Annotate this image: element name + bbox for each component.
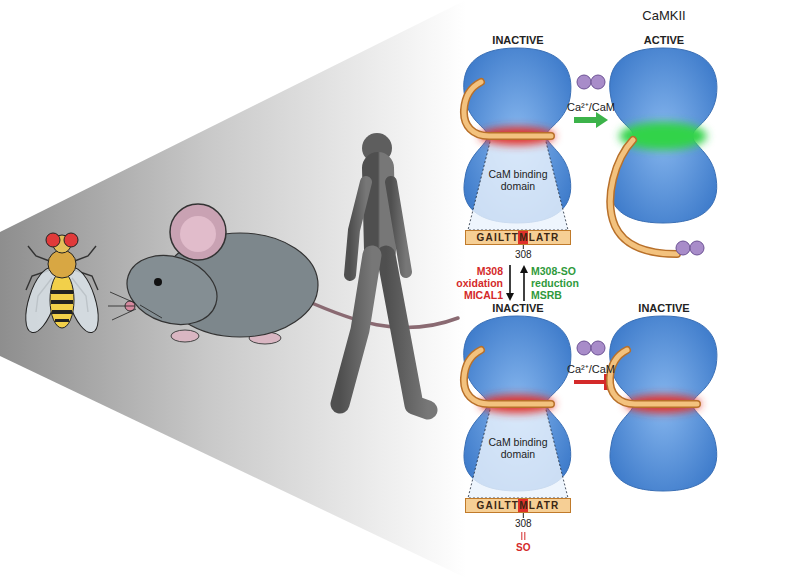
arrow-label: Ca²⁺/CaM [567,101,615,113]
cam-binding-strand [610,350,697,404]
arrow-label: M308 oxidation MICAL1 [431,265,503,301]
kinase-shape [462,302,574,514]
connector [506,265,514,301]
residue-leader [523,245,524,249]
oxidation-mark: SO [516,542,530,554]
arrowhead [506,293,514,301]
fly [19,233,105,336]
peptide-sequence: GAILTTMLATR [466,231,570,244]
state-label: INACTIVE [608,302,720,315]
connector [520,265,528,301]
zoom-wedge [468,134,568,230]
scale-cone [0,0,466,578]
peptide-sequence: GAILTTMLATR [466,499,570,512]
kinase-shape [608,302,720,492]
inhibition-line [574,380,606,384]
cam-binding-strand [464,350,551,404]
state-label: ACTIVE [608,34,720,47]
residue-number: 308 [515,518,532,530]
transition-arrow [523,272,525,301]
peptide-box: GAILTTMLATR [465,230,571,245]
calmodulin [676,241,690,255]
connector [574,112,608,128]
zoom-wedge [468,402,568,498]
residue-leader [523,513,524,518]
sulfoxide-bond [524,532,525,540]
state-label: INACTIVE [462,34,574,47]
domain-label: CaM binding domain [488,436,548,460]
cam-binding-strand [464,82,551,136]
kinase-shape [608,34,720,266]
arrow-label: M308-SO reduction MSRB [531,265,603,301]
residue-number: 308 [515,249,532,261]
activation-line [574,117,597,123]
kinase-body [610,316,717,491]
transition-arrow [509,265,511,294]
domain-label: CaM binding domain [488,168,548,192]
kinase-node: INACTIVE [608,302,720,492]
connector [574,374,606,390]
sulfoxide-bond [521,532,522,540]
kinase-node: ACTIVE [608,34,720,266]
state-label: INACTIVE [462,302,574,315]
peptide-box: GAILTTMLATR [465,498,571,513]
cam-binding-strand [610,140,677,254]
kinase-node: INACTIVE CaM binding domainGAILTTMLATR [462,302,574,514]
arrowhead [520,265,528,273]
figure-title: CaMKII [642,8,685,23]
arrow-label: Ca²⁺/CaM [567,363,615,375]
kinase-body [610,48,717,223]
human-silhouette [340,133,428,410]
arrowhead [596,112,608,128]
kinase-node: INACTIVE CaM binding domainGAILTTMLATR [462,34,574,264]
